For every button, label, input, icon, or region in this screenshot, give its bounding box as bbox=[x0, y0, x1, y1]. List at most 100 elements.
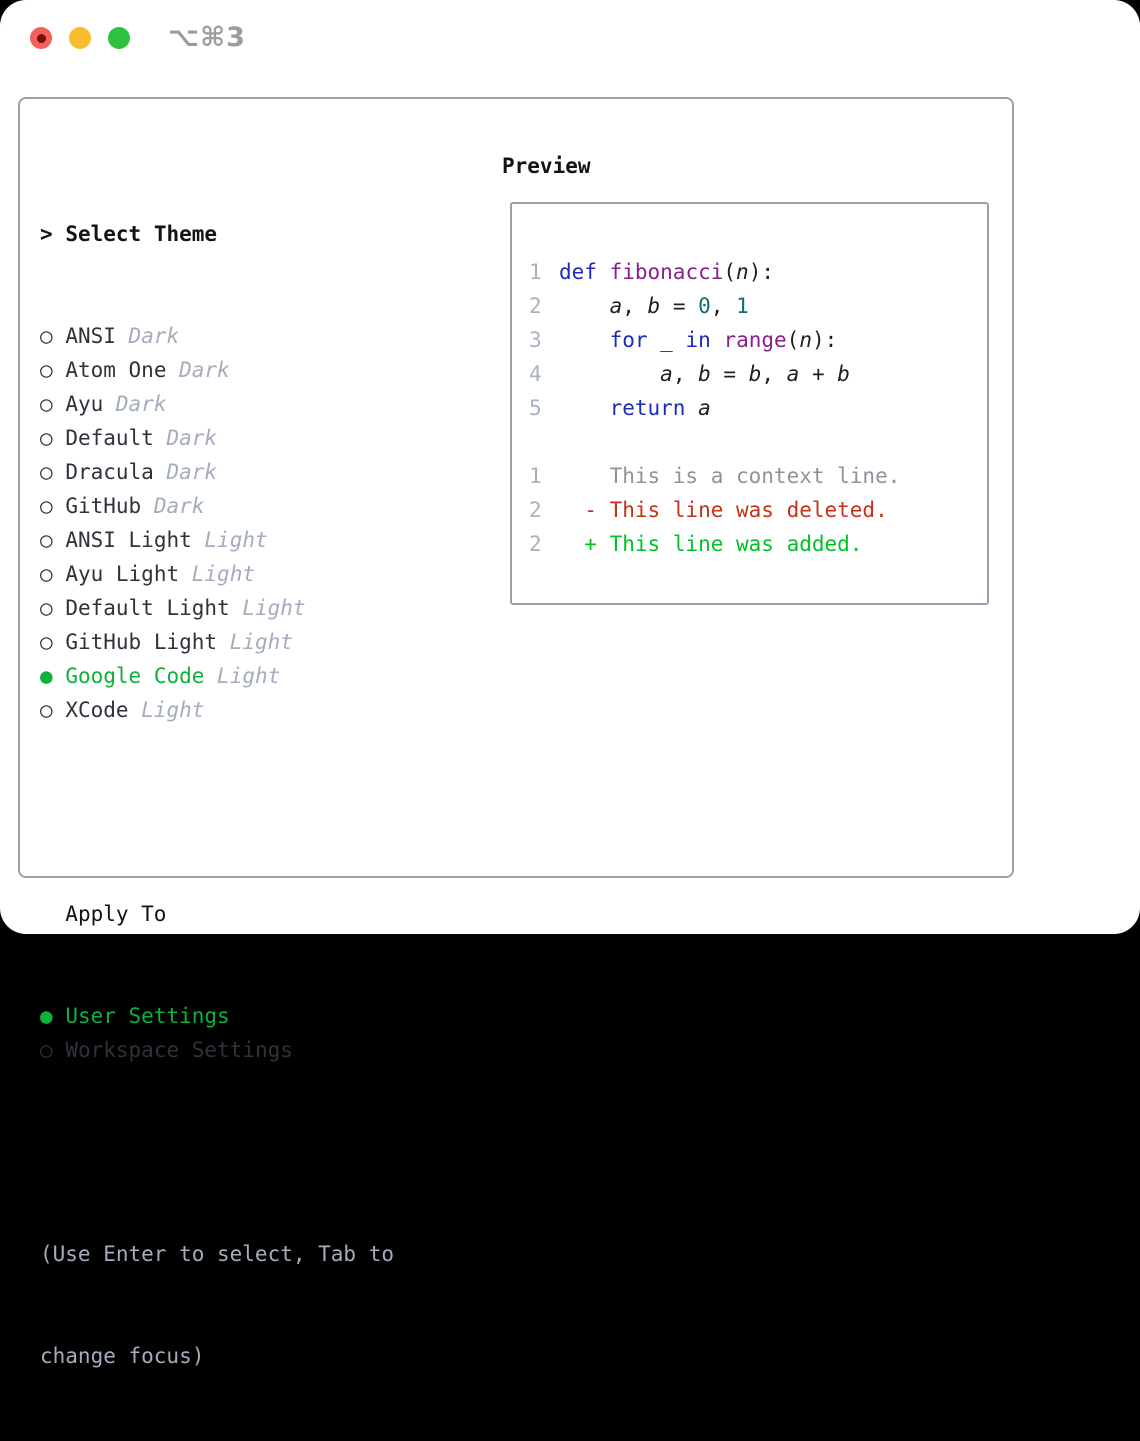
code-token bbox=[559, 362, 660, 386]
theme-name-label: ANSI bbox=[65, 324, 116, 348]
radio-icon: ○ bbox=[40, 494, 53, 518]
theme-option[interactable]: ○ ANSI Dark bbox=[40, 319, 394, 353]
code-token: , bbox=[672, 362, 699, 386]
theme-picker-panel: > Select Theme ○ ANSI Dark○ Atom One Dar… bbox=[18, 97, 1014, 1368]
code-token: for bbox=[609, 328, 648, 352]
theme-option[interactable]: ○ XCode Light bbox=[40, 693, 394, 727]
radio-selected-icon: ● bbox=[40, 664, 53, 688]
theme-option[interactable]: ● Google Code Light bbox=[40, 659, 394, 693]
minimize-button[interactable] bbox=[69, 27, 91, 49]
code-token: , bbox=[622, 294, 648, 318]
code-token: This is a context line. bbox=[559, 464, 901, 488]
radio-icon: ○ bbox=[40, 358, 53, 382]
hint-line-2: change focus) bbox=[40, 1344, 205, 1368]
radio-icon: ○ bbox=[40, 562, 53, 586]
select-theme-header-label: Select Theme bbox=[65, 222, 218, 246]
theme-option[interactable]: ○ Dracula Dark bbox=[40, 455, 394, 489]
code-token: = bbox=[710, 362, 749, 386]
theme-option[interactable]: ○ Atom One Dark bbox=[40, 353, 394, 387]
close-button[interactable] bbox=[30, 27, 52, 49]
theme-name-label: Ayu bbox=[65, 392, 104, 416]
theme-variant-label: Dark bbox=[153, 494, 205, 518]
code-token: + This line was added. bbox=[559, 532, 863, 556]
hint-line-1: (Use Enter to select, Tab to bbox=[40, 1242, 395, 1266]
theme-variant-label: Light bbox=[204, 528, 268, 552]
code-token: 1 bbox=[736, 294, 749, 318]
titlebar: ⌥⌘3 bbox=[30, 22, 246, 53]
theme-variant-label: Dark bbox=[128, 324, 180, 348]
code-token: b bbox=[748, 362, 762, 386]
code-token: ( bbox=[723, 260, 737, 284]
code-token: in bbox=[685, 328, 711, 352]
code-token bbox=[673, 328, 686, 352]
apply-to-option[interactable]: ● User Settings bbox=[40, 999, 394, 1033]
zoom-button[interactable] bbox=[108, 27, 130, 49]
code-line: 4 a, b = b, a + b bbox=[529, 357, 900, 391]
code-token: + bbox=[799, 362, 838, 386]
theme-variant-label: Dark bbox=[115, 392, 167, 416]
line-number: 5 bbox=[529, 396, 542, 420]
window-shortcut-label: ⌥⌘3 bbox=[168, 22, 246, 53]
line-number: 3 bbox=[529, 328, 542, 352]
theme-option[interactable]: ○ Ayu Light Light bbox=[40, 557, 394, 591]
code-token: n bbox=[799, 328, 812, 352]
code-token: - This line was deleted. bbox=[559, 498, 888, 522]
theme-name-label: Ayu Light bbox=[65, 562, 180, 586]
radio-icon: ○ bbox=[40, 324, 53, 348]
code-token: b bbox=[837, 362, 850, 386]
radio-icon: ○ bbox=[40, 392, 53, 416]
code-token: 0 bbox=[698, 294, 711, 318]
theme-name-label: ANSI Light bbox=[65, 528, 192, 552]
code-line: 2 a, b = 0, 1 bbox=[529, 289, 900, 323]
radio-selected-icon: ● bbox=[40, 1004, 53, 1028]
code-token: a bbox=[786, 362, 800, 386]
code-token: n bbox=[736, 260, 749, 284]
code-token: def bbox=[559, 260, 597, 284]
close-dot-icon bbox=[36, 33, 46, 43]
theme-variant-label: Light bbox=[242, 596, 306, 620]
radio-icon: ○ bbox=[40, 630, 53, 654]
radio-icon: ○ bbox=[40, 460, 53, 484]
radio-icon: ○ bbox=[40, 1038, 53, 1062]
code-line bbox=[529, 425, 900, 459]
code-line: 3 for _ in range(n): bbox=[529, 323, 900, 357]
spacer bbox=[40, 1135, 394, 1169]
apply-to-option[interactable]: ○ Workspace Settings bbox=[40, 1033, 394, 1067]
theme-name-label: GitHub bbox=[65, 494, 142, 518]
code-token: ): bbox=[811, 328, 838, 352]
spacer bbox=[40, 795, 394, 829]
theme-variant-label: Dark bbox=[166, 426, 218, 450]
theme-list: ○ ANSI Dark○ Atom One Dark○ Ayu Dark○ De… bbox=[40, 319, 394, 727]
code-token: , bbox=[710, 294, 737, 318]
theme-option[interactable]: ○ Ayu Dark bbox=[40, 387, 394, 421]
theme-variant-label: Light bbox=[141, 698, 205, 722]
theme-option[interactable]: ○ ANSI Light Light bbox=[40, 523, 394, 557]
theme-option[interactable]: ○ GitHub Light Light bbox=[40, 625, 394, 659]
code-token: range bbox=[723, 328, 787, 352]
theme-variant-label: Dark bbox=[166, 460, 218, 484]
code-token bbox=[559, 328, 610, 352]
theme-option[interactable]: ○ Default Light Light bbox=[40, 591, 394, 625]
theme-variant-label: Dark bbox=[179, 358, 230, 382]
line-number: 1 bbox=[529, 464, 542, 488]
code-token: b bbox=[698, 362, 711, 386]
preview-title: Preview bbox=[502, 154, 591, 178]
app-window: ⌥⌘3 > Select Theme ○ ANSI Dark○ Atom One… bbox=[0, 0, 1140, 1368]
code-token bbox=[711, 328, 724, 352]
theme-name-label: XCode bbox=[65, 698, 129, 722]
line-number: 2 bbox=[529, 498, 542, 522]
code-token: return bbox=[609, 396, 686, 420]
code-token: a bbox=[609, 294, 623, 318]
code-token: ( bbox=[786, 328, 800, 352]
theme-option[interactable]: ○ GitHub Dark bbox=[40, 489, 394, 523]
theme-option[interactable]: ○ Default Dark bbox=[40, 421, 394, 455]
radio-icon: ○ bbox=[40, 528, 53, 552]
theme-name-label: Dracula bbox=[65, 460, 154, 484]
code-token bbox=[648, 328, 661, 352]
theme-name-label: Default bbox=[65, 426, 154, 450]
code-token: fibonacci bbox=[609, 260, 724, 284]
line-number: 4 bbox=[529, 362, 542, 386]
code-token bbox=[559, 396, 610, 420]
